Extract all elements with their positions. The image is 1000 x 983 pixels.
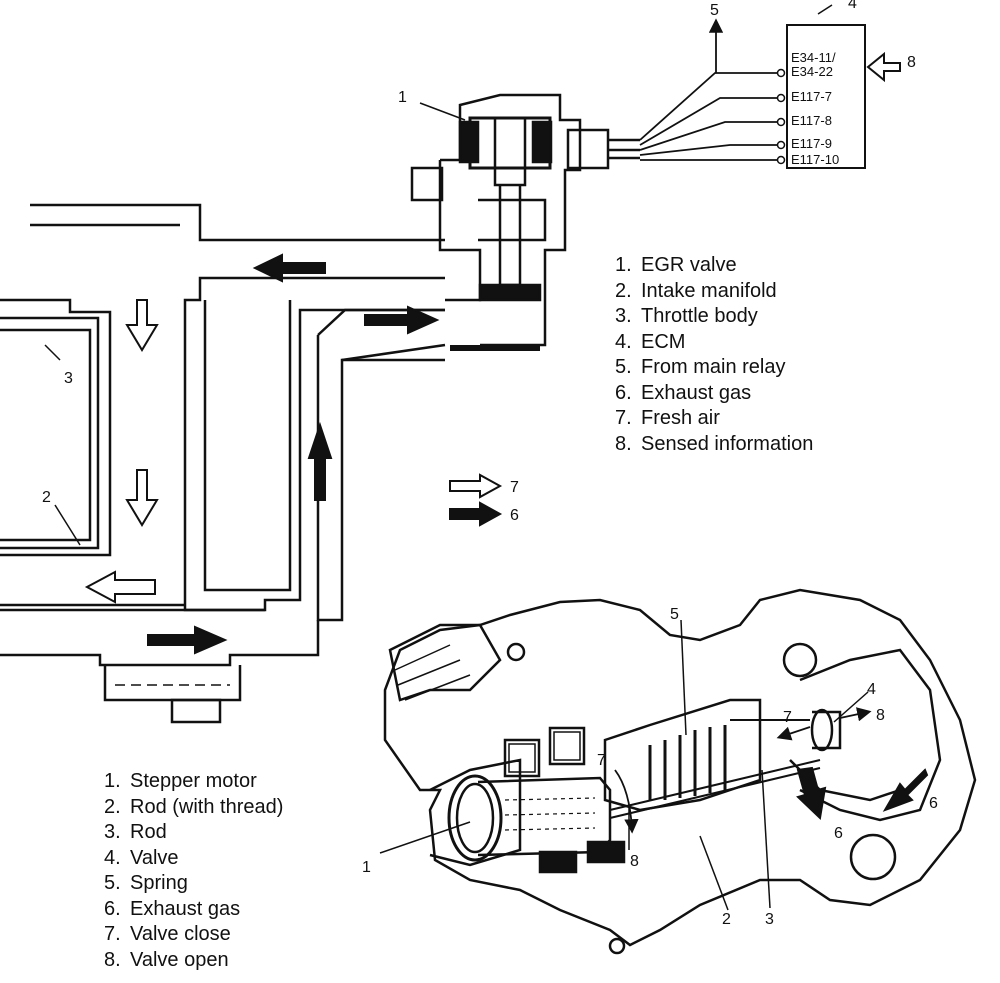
callout-egr-valve: 1: [398, 89, 407, 106]
ecm-box: E34-11/ E34-22 E117-7 E117-8 E117-9 E117…: [776, 4, 866, 169]
ecm-pin-label: E117-10: [791, 152, 839, 167]
callout-rod: 3: [765, 911, 774, 928]
legend-item: 2.Intake manifold: [615, 279, 777, 302]
legend-item: 8.Valve open: [104, 948, 229, 971]
callout-spring: 5: [670, 606, 679, 623]
callout-ecm: 4: [848, 0, 857, 12]
legend-item: 5.From main relay: [615, 356, 786, 378]
exhaust-arrow-icon: [307, 421, 333, 501]
legend-item: 1.EGR valve: [615, 254, 737, 276]
callout-stepper-motor: 1: [362, 859, 371, 876]
callout-main-relay: 5: [710, 2, 719, 19]
ecm-pin-label: E34-22: [791, 64, 833, 79]
exhaust-arrow-icon: [252, 253, 326, 283]
legend-item: 6.Exhaust gas: [615, 381, 752, 404]
callout-intake-manifold: 2: [42, 489, 51, 506]
fresh-air-key-arrow-icon: [449, 473, 503, 499]
legend-item: 8.Sensed information: [615, 432, 814, 455]
sensed-information-arrow-icon: [866, 51, 901, 83]
legend-item: 4.Valve: [104, 846, 179, 869]
ecm-pin-label: E117-9: [791, 136, 832, 151]
legend-item: 3.Throttle body: [615, 305, 758, 327]
ecm-pin-label: E34-11/: [791, 50, 836, 65]
callout-valve-open: 8: [630, 853, 639, 870]
legend-item: 1.Stepper motor: [104, 770, 257, 792]
exhaust-arrow-icon: [796, 766, 827, 821]
fresh-air-arrow-icon: [84, 570, 156, 604]
ecm-pin-label: E117-7: [791, 89, 832, 104]
key-fresh-air-number: 7: [510, 479, 519, 496]
valve-motion-arrows: [614, 707, 872, 834]
callout-sensed-information: 8: [907, 54, 916, 71]
legend-item: 7.Fresh air: [615, 407, 720, 429]
egr-valve-top: [410, 93, 640, 351]
egr-valve-parts-legend: 1.Stepper motor 2.Rod (with thread) 3.Ro…: [104, 769, 283, 973]
fresh-air-arrow-icon: [125, 299, 159, 352]
callout-valve-close: 7: [783, 709, 792, 726]
legend-item: 6.Exhaust gas: [104, 897, 241, 920]
legend-item: 7.Valve close: [104, 923, 231, 945]
exhaust-key-arrow-icon: [449, 501, 503, 527]
fresh-air-arrow-icon: [125, 469, 159, 527]
callout-exhaust-gas: 6: [929, 795, 938, 812]
exhaust-arrow-icon: [882, 768, 929, 812]
ecm-pin-label: E117-8: [791, 113, 832, 128]
callout-valve-open: 8: [876, 707, 885, 724]
callout-valve-close: 7: [597, 752, 606, 769]
exhaust-arrow-icon: [147, 625, 228, 655]
legend-item: 5.Spring: [104, 872, 188, 894]
callout-valve: 4: [867, 681, 876, 698]
callout-exhaust-gas: 6: [834, 825, 843, 842]
legend-item: 4.ECM: [615, 330, 686, 353]
egr-valve-cutaway: [379, 588, 977, 955]
flow-arrows: [84, 253, 503, 655]
key-exhaust-number: 6: [510, 507, 519, 524]
intake-manifold-schematic: [0, 102, 466, 724]
callout-throttle-body: 3: [64, 370, 73, 387]
egr-system-legend: 1.EGR valve 2.Intake manifold 3.Throttle…: [615, 253, 813, 457]
legend-item: 2.Rod (with thread): [104, 795, 284, 818]
exhaust-arrow-icon: [364, 305, 440, 335]
callout-rod-thread: 2: [722, 911, 731, 928]
legend-item: 3.Rod: [104, 821, 167, 843]
ecm-wiring: [639, 18, 780, 161]
